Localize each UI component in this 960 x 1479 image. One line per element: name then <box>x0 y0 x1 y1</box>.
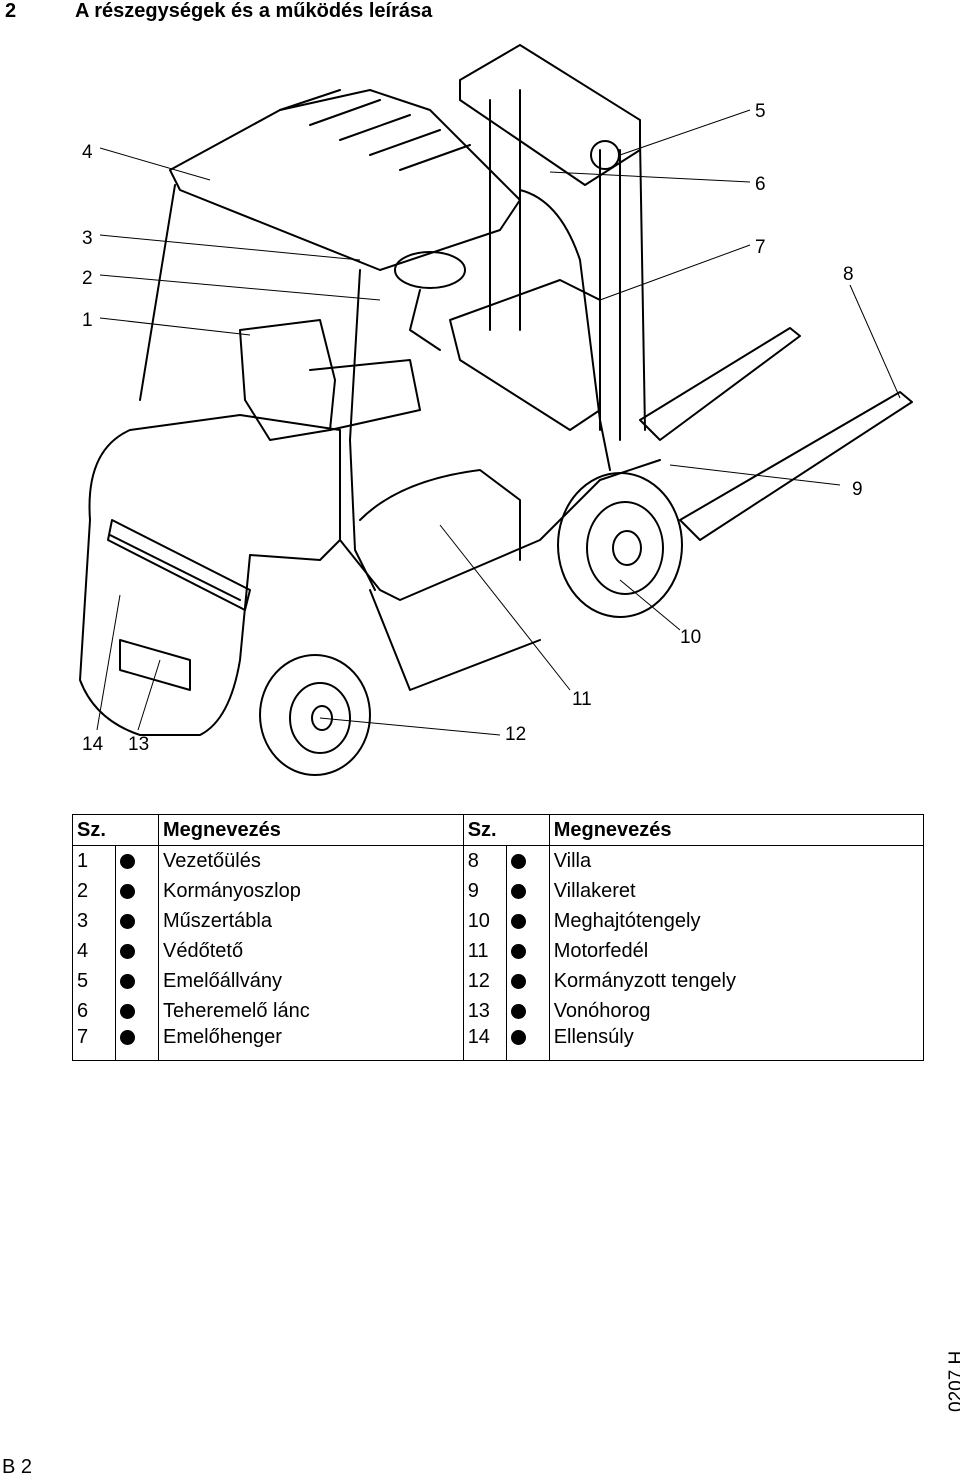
bullet-icon <box>510 943 526 959</box>
callout-5: 5 <box>755 101 766 122</box>
item-name: Motorfedél <box>548 936 925 966</box>
bullet-cell <box>115 845 159 876</box>
item-number: 1 <box>72 845 116 876</box>
callout-1: 1 <box>82 310 93 331</box>
bullet-icon <box>120 1003 135 1019</box>
bullet-cell <box>505 906 550 936</box>
callout-10: 10 <box>680 627 701 648</box>
item-number: 14 <box>462 1026 507 1061</box>
chapter-number: 2 <box>5 0 17 22</box>
item-name: Teheremelő lánc <box>158 996 464 1026</box>
bullet-cell <box>115 996 159 1026</box>
table-header-row: Sz. Megnevezés Sz. Megnevezés <box>72 814 925 846</box>
callout-8: 8 <box>843 264 854 285</box>
item-name: Kormányzott tengely <box>548 966 925 996</box>
col-header-name-1: Megnevezés <box>158 814 464 846</box>
bullet-icon <box>510 973 526 989</box>
item-name: Villakeret <box>548 876 925 906</box>
bullet-icon <box>510 883 526 899</box>
bullet-icon <box>120 1030 135 1046</box>
bullet-cell <box>505 876 550 906</box>
forklift-illustration: 1 2 3 4 5 6 7 8 9 10 11 12 13 14 <box>79 44 913 776</box>
item-number: 11 <box>462 936 507 966</box>
item-number: 3 <box>72 906 116 936</box>
bullet-icon <box>510 1003 526 1019</box>
item-number: 12 <box>462 966 507 996</box>
bullet-icon <box>510 913 526 929</box>
callout-7: 7 <box>755 237 766 258</box>
bullet-icon <box>120 943 135 959</box>
item-name: Védőtető <box>158 936 464 966</box>
callout-9: 9 <box>852 479 863 500</box>
col-header-name-2: Megnevezés <box>548 814 925 846</box>
callout-14: 14 <box>82 734 104 755</box>
col-header-sz-2: Sz. <box>462 814 550 846</box>
item-number: 5 <box>72 966 116 996</box>
item-name: Kormányoszlop <box>158 876 464 906</box>
item-name: Vezetőülés <box>158 845 464 876</box>
bullet-cell <box>115 1026 159 1061</box>
parts-table: Sz. Megnevezés Sz. Megnevezés 1 Vezetőülé… <box>72 814 925 1061</box>
item-name: Emelőhenger <box>158 1026 464 1061</box>
callout-2: 2 <box>82 268 93 289</box>
bullet-icon <box>510 1030 526 1046</box>
item-number: 13 <box>462 996 507 1026</box>
page-number: B 2 <box>2 1456 33 1478</box>
item-number: 9 <box>462 876 507 906</box>
bullet-cell <box>505 1026 550 1061</box>
item-number: 7 <box>72 1026 116 1061</box>
item-name: Meghajtótengely <box>548 906 925 936</box>
bullet-icon <box>120 853 135 869</box>
bullet-cell <box>505 966 550 996</box>
callout-3: 3 <box>82 228 93 249</box>
item-name: Vonóhorog <box>548 996 925 1026</box>
item-name: Műszertábla <box>158 906 464 936</box>
item-number: 4 <box>72 936 116 966</box>
item-number: 2 <box>72 876 116 906</box>
bullet-icon <box>120 973 135 989</box>
bullet-cell <box>505 996 550 1026</box>
bullet-cell <box>505 936 550 966</box>
callout-6: 6 <box>755 174 766 195</box>
chapter-title: A részegységek és a működés leírása <box>75 0 433 22</box>
bullet-icon <box>120 883 135 899</box>
bullet-cell <box>115 906 159 936</box>
bullet-cell <box>505 845 550 876</box>
item-name: Emelőállvány <box>158 966 464 996</box>
bullet-cell <box>115 876 159 906</box>
bullet-icon <box>120 913 135 929</box>
col-header-sz-1: Sz. <box>72 814 159 846</box>
item-number: 8 <box>462 845 507 876</box>
item-name: Ellensúly <box>548 1026 925 1061</box>
page-header: 2 A részegységek és a működés leírása <box>5 0 432 26</box>
callout-12: 12 <box>505 724 526 745</box>
bullet-icon <box>510 853 526 869</box>
document-code: 0207.H <box>946 1350 960 1412</box>
item-name: Villa <box>548 845 925 876</box>
callout-4: 4 <box>82 142 93 163</box>
bullet-cell <box>115 936 159 966</box>
item-number: 10 <box>462 906 507 936</box>
callout-13: 13 <box>128 734 149 755</box>
bullet-cell <box>115 966 159 996</box>
callout-11: 11 <box>572 689 592 710</box>
item-number: 6 <box>72 996 116 1026</box>
